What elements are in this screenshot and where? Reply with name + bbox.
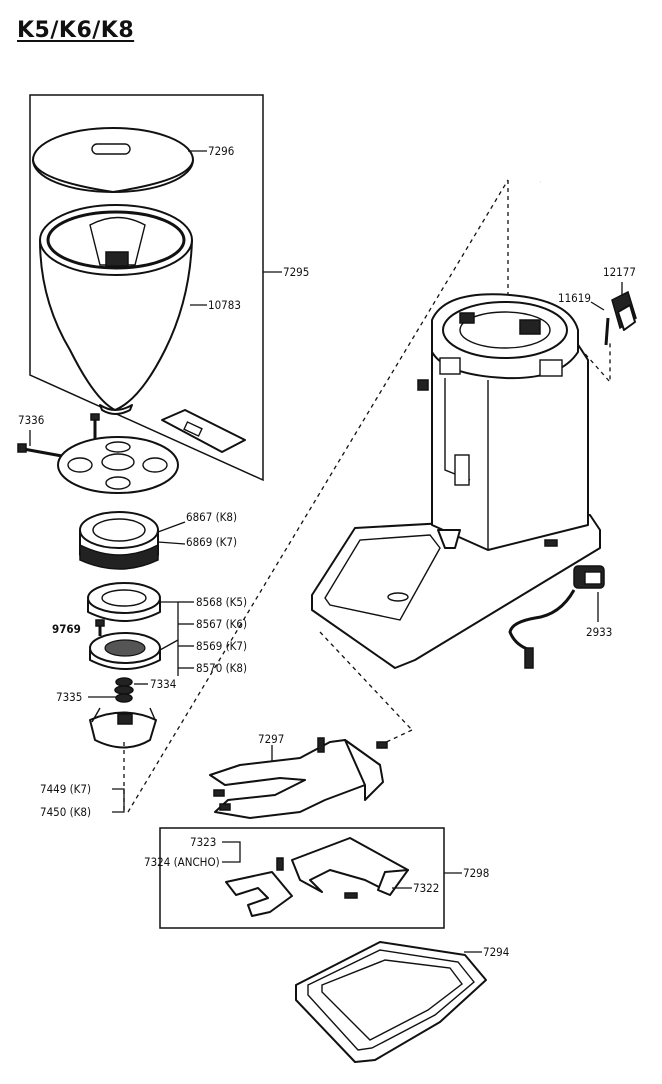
power-connector	[508, 565, 605, 669]
label-10783: 10783	[208, 298, 241, 312]
label-7322: 7322	[413, 881, 439, 895]
label-7295: 7295	[283, 265, 309, 279]
hopper-lid	[32, 127, 194, 193]
label-12177: 12177	[603, 265, 636, 279]
label-7334: 7334	[150, 677, 176, 691]
label-8568: 8568 (K5)	[196, 595, 247, 609]
label-7297: 7297	[258, 732, 284, 746]
upper-burr	[87, 582, 161, 622]
spring	[114, 677, 134, 703]
hopper-group-frame	[29, 94, 264, 482]
label-8569: 8569 (K7)	[196, 639, 247, 653]
drive-assembly	[89, 707, 157, 749]
label-6867: 6867 (K8)	[186, 510, 237, 524]
label-7324: 7324 (ANCHO)	[144, 855, 220, 869]
label-7294: 7294	[483, 945, 509, 959]
label-11619: 11619	[558, 291, 591, 305]
lower-burr	[89, 632, 161, 670]
label-9769: 9769	[52, 622, 81, 636]
fork-group-frame	[159, 827, 445, 929]
drip-tray	[295, 941, 487, 1063]
narrow-fork	[225, 857, 293, 917]
label-7449: 7449 (K7)	[40, 782, 91, 796]
burr-carrier-disk	[17, 413, 179, 494]
label-8570: 8570 (K8)	[196, 661, 247, 675]
label-6869: 6869 (K7)	[186, 535, 237, 549]
label-2933: 2933	[586, 625, 612, 639]
portafilter-fork	[209, 737, 388, 819]
label-7323: 7323	[190, 835, 216, 849]
grinder-body	[311, 293, 601, 669]
label-7336: 7336	[18, 413, 44, 427]
label-7335: 7335	[56, 690, 82, 704]
label-8567: 8567 (K6)	[196, 617, 247, 631]
page-title: K5/K6/K8	[17, 18, 135, 43]
slide-gate	[161, 409, 246, 453]
label-7298: 7298	[463, 866, 489, 880]
label-7296: 7296	[208, 144, 234, 158]
upper-burr-ring	[79, 511, 159, 570]
switch-assembly	[604, 290, 637, 346]
hopper-body	[39, 204, 193, 415]
fork-bracket	[291, 837, 409, 899]
label-7450: 7450 (K8)	[40, 805, 91, 819]
